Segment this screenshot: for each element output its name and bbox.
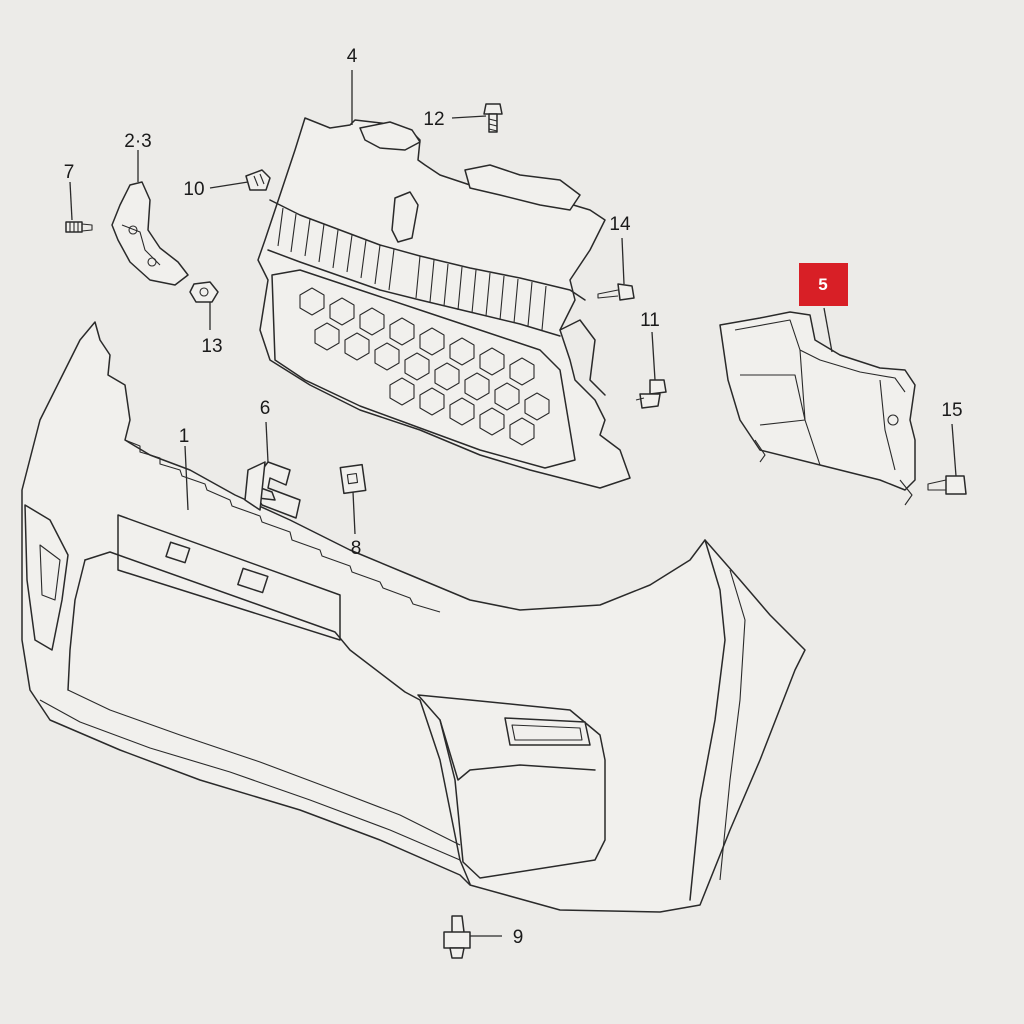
clip-8 bbox=[339, 463, 367, 495]
callout-part-1: 1 bbox=[179, 426, 190, 447]
callout-part-10: 10 bbox=[183, 179, 204, 200]
callout-part-7: 7 bbox=[64, 162, 75, 183]
bolt-12 bbox=[483, 103, 503, 133]
callout-part-5: 5 bbox=[818, 275, 827, 294]
highlight-box bbox=[799, 263, 848, 306]
callout-part-9: 9 bbox=[513, 927, 524, 948]
clip-9 bbox=[443, 915, 471, 959]
callout-part-14: 14 bbox=[609, 214, 631, 235]
clip-11 bbox=[635, 379, 667, 409]
callout-part-4: 4 bbox=[347, 46, 358, 67]
callout-part-12: 12 bbox=[423, 109, 444, 130]
screw-14 bbox=[597, 283, 635, 301]
callout-part-11: 11 bbox=[640, 310, 660, 331]
callout-part-2-3: 2·3 bbox=[124, 131, 151, 152]
leader-lines bbox=[69, 70, 957, 937]
screw-15 bbox=[927, 475, 967, 495]
front-grille bbox=[257, 117, 631, 489]
side-bracket-5 bbox=[719, 311, 916, 506]
callout-part-8: 8 bbox=[351, 538, 362, 559]
bolt-10 bbox=[245, 169, 271, 191]
callout-part-6: 6 bbox=[260, 398, 271, 419]
callout-part-15: 15 bbox=[941, 400, 962, 421]
callout-part-13: 13 bbox=[201, 336, 222, 357]
highlight-callout-5: 5 bbox=[799, 263, 848, 306]
bracket-2-3 bbox=[111, 181, 189, 286]
emblem-6 bbox=[244, 461, 301, 519]
front-bumper-cover bbox=[21, 321, 806, 913]
nut-13 bbox=[189, 281, 219, 303]
screw-7 bbox=[65, 221, 93, 233]
